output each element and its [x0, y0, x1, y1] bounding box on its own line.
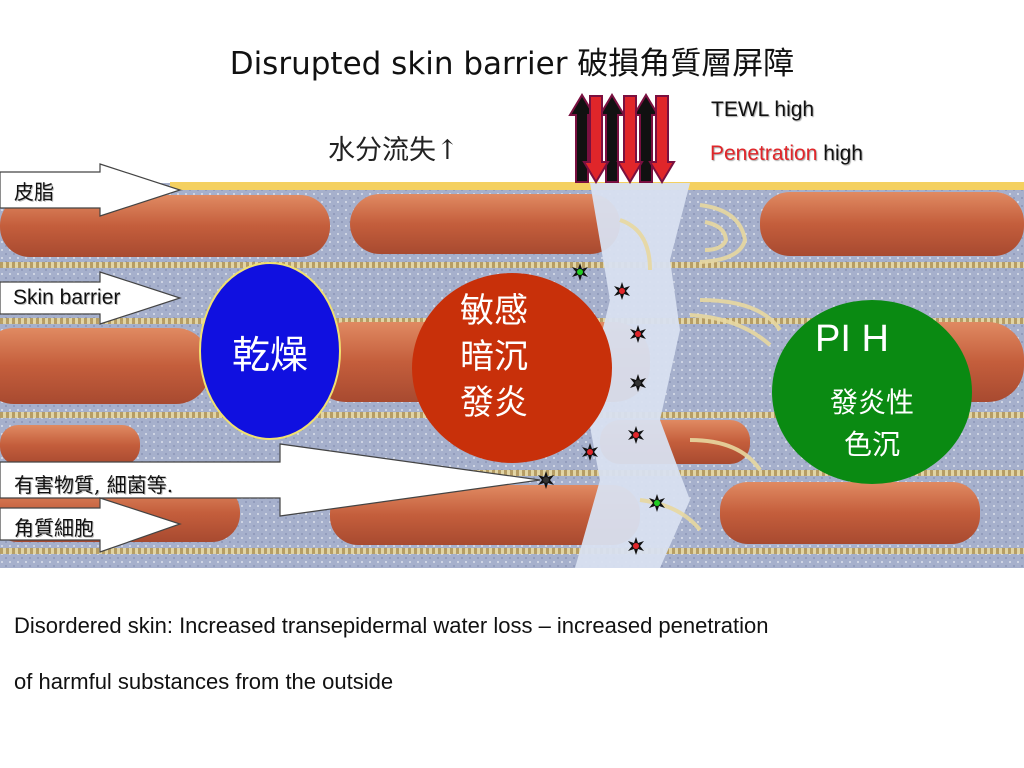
harmful-arrow — [0, 443, 541, 517]
penetration-word: Penetration — [710, 142, 818, 165]
particle-black-2 — [538, 471, 554, 489]
harmful-particles — [538, 263, 665, 555]
pih-circle — [772, 300, 972, 484]
sensitive-line-1: 敏感 — [460, 291, 528, 331]
skin-barrier-arrow — [0, 271, 182, 325]
sebum-label: 皮脂 — [14, 180, 54, 204]
sensitive-circle — [412, 273, 612, 463]
left-arrows — [0, 163, 541, 553]
page-title: Disrupted skin barrier 破損角質層屏障 — [229, 46, 795, 82]
penetration-label: Penetration high — [710, 142, 863, 166]
skin-barrier-label: Skin barrier — [13, 286, 121, 309]
particle-red-5 — [628, 537, 644, 555]
particle-green-1 — [572, 263, 588, 281]
sebum-arrow — [0, 163, 182, 217]
sensitive-line-2: 暗沉 — [460, 337, 528, 377]
down-arrow-2 — [616, 95, 644, 184]
particle-red-1 — [614, 282, 630, 300]
up-arrow-2 — [598, 93, 626, 183]
particle-red-3 — [628, 426, 644, 444]
barrier-gap — [575, 183, 690, 568]
pih-line-2: 色沉 — [843, 428, 900, 461]
sensitive-line-3: 發炎 — [460, 383, 528, 423]
lipid-curls — [619, 203, 782, 532]
caption: Disordered skin: Increased transepiderma… — [14, 598, 1014, 710]
caption-line-1: Disordered skin: Increased transepiderma… — [14, 613, 769, 638]
penetration-level: high — [823, 142, 863, 165]
up-arrow-1 — [568, 93, 596, 183]
tewl-label: TEWL high — [711, 98, 815, 121]
particle-red-4 — [582, 443, 598, 461]
pih-line-1: 發炎性 — [829, 386, 914, 419]
down-arrow-3 — [648, 95, 676, 184]
tewl-arrows — [568, 93, 676, 184]
sensitive-circle-text: 敏感 暗沉 發炎 — [412, 288, 612, 448]
dry-circle-text: 乾燥 — [231, 332, 308, 377]
pih-circle-title: PI H — [815, 318, 889, 360]
water-loss-label: 水分流失↑ — [328, 135, 459, 166]
pih-circle-text: 發炎性 色沉 — [772, 382, 972, 466]
dry-circle — [199, 262, 341, 440]
harmful-substances-label: 有害物質, 細菌等. — [14, 473, 174, 497]
up-arrow-3 — [632, 93, 660, 183]
down-arrow-1 — [582, 95, 610, 184]
caption-line-2: of harmful substances from the outside — [14, 669, 394, 694]
particle-red-2 — [630, 325, 646, 343]
particle-black-1 — [630, 374, 646, 392]
particle-green-2 — [649, 494, 665, 512]
corneocyte-label: 角質細胞 — [14, 516, 94, 540]
corneocyte-arrow — [0, 497, 182, 553]
